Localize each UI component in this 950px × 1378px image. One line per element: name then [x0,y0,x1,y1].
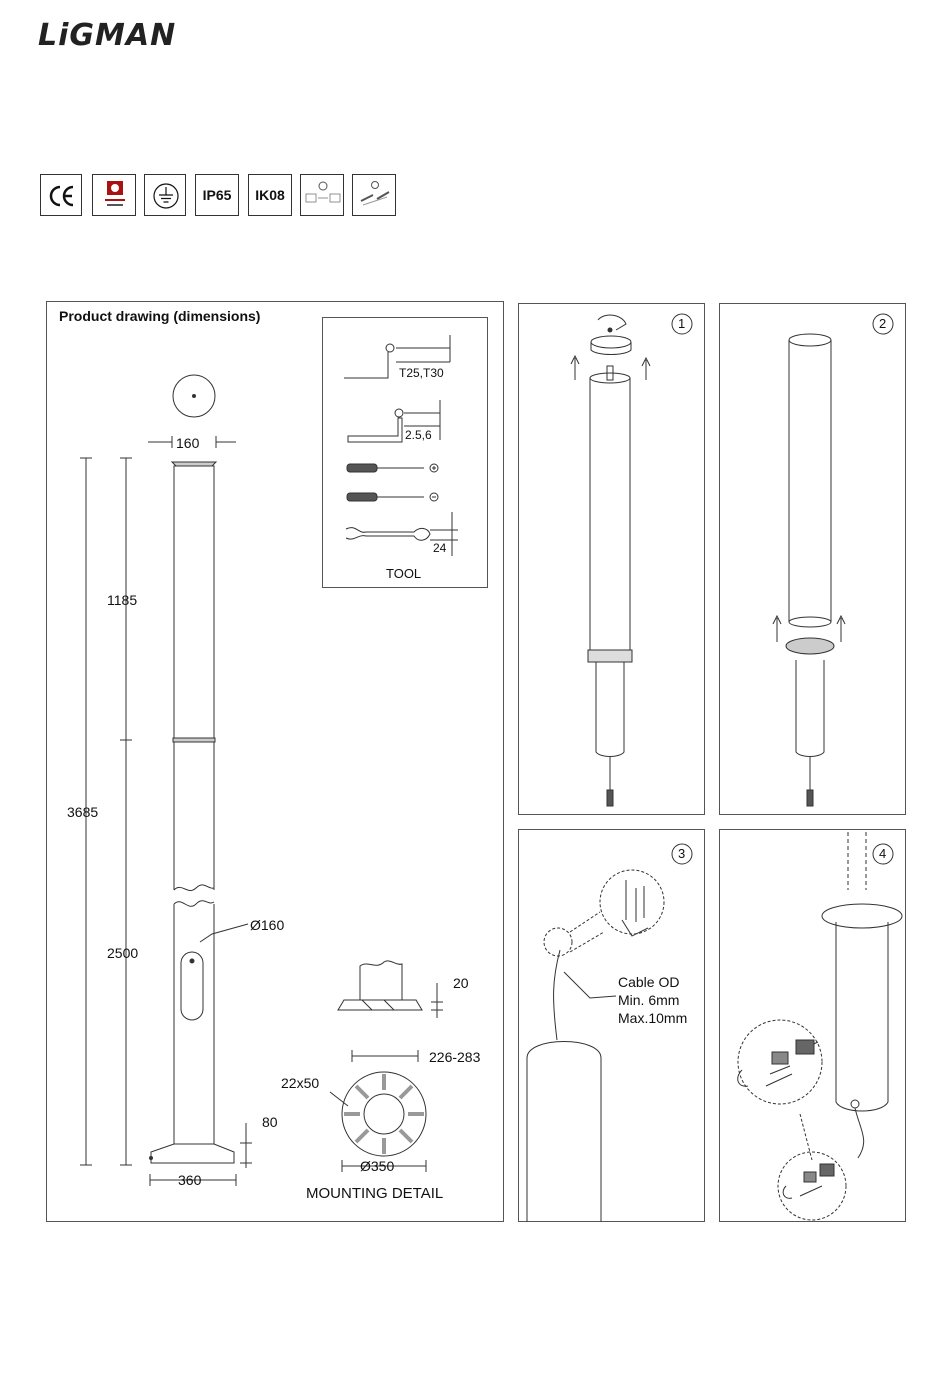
step-1-number: 1 [678,316,685,331]
step-4-number: 4 [879,846,886,861]
step-3-number: 3 [678,846,685,861]
cable-min-label: Min. 6mm [618,992,679,1008]
step-2-number: 2 [879,316,886,331]
cable-max-label: Max.10mm [618,1010,687,1026]
cable-od-label: Cable OD [618,974,679,990]
